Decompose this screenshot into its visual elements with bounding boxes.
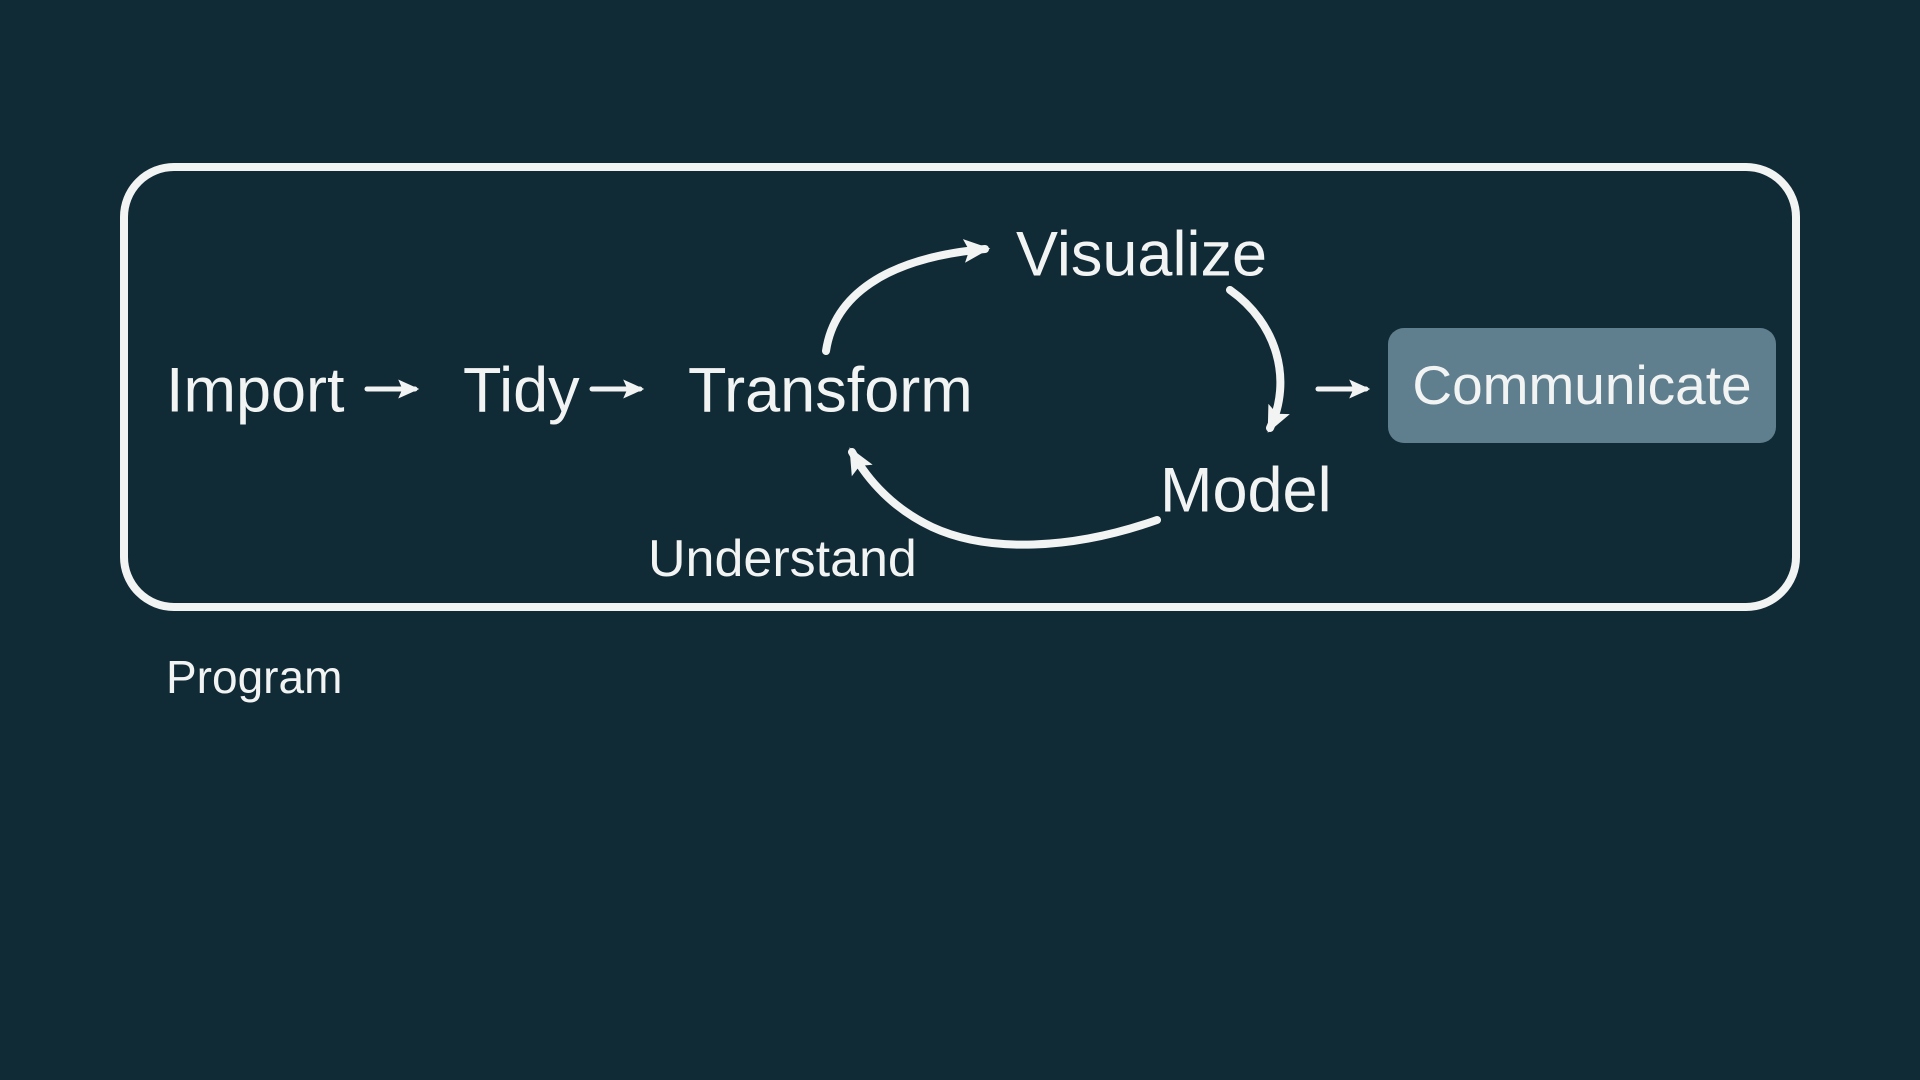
node-tidy: Tidy bbox=[463, 355, 580, 426]
node-import: Import bbox=[166, 355, 345, 426]
node-transform: Transform bbox=[688, 355, 973, 426]
program-box-label: Program bbox=[166, 651, 343, 703]
node-communicate-highlighted: Communicate bbox=[1388, 328, 1776, 443]
understand-cycle-label: Understand bbox=[648, 530, 917, 588]
node-model: Model bbox=[1160, 455, 1332, 526]
node-visualize: Visualize bbox=[1016, 219, 1267, 290]
program-box bbox=[120, 163, 1800, 611]
node-communicate-label: Communicate bbox=[1412, 354, 1752, 416]
